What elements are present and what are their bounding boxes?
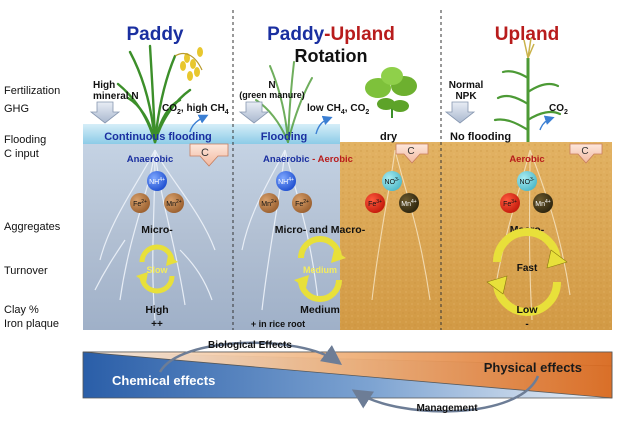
paddy-ion-3: Mn2+	[166, 199, 182, 208]
upland-ion-3: Mn4+	[535, 199, 551, 208]
rotation-ion-2-circle	[259, 193, 279, 213]
rotation-flooding: Flooding	[261, 131, 307, 143]
paddy-turnover: Slow	[146, 265, 168, 275]
rotation-rice-plant-icon	[255, 61, 313, 143]
curved-arrow-icon	[189, 114, 209, 133]
carbon-input-arrow-icon: C	[189, 143, 229, 167]
chemical-effects-label: Chemical effects	[112, 373, 215, 388]
rotation-dry: dry	[380, 131, 398, 143]
upland-soil-texture	[340, 142, 612, 330]
upland-ion-2-circle	[500, 193, 520, 213]
paddy-clay: High	[145, 304, 168, 316]
upland-ion-3-circle	[533, 193, 553, 213]
biological-effects-arrow	[158, 341, 343, 373]
rotation-soil-flooded	[233, 142, 340, 330]
rotation-fert-1: N	[268, 80, 275, 91]
paddy-ion-2-circle	[130, 193, 150, 213]
upland-root-system-icon	[371, 149, 571, 321]
upland-clay: Low	[517, 304, 539, 316]
rotation-down-arrow-icon	[238, 101, 270, 124]
upland-ion-2: Fe3+	[503, 199, 517, 208]
rotation-title-a: Paddy	[267, 24, 324, 45]
row-label-c-input: C input	[4, 148, 39, 160]
upland-carbon-input-arrow-icon: C	[569, 143, 603, 164]
row-label-iron-plaque: Iron plaque	[4, 318, 59, 330]
rotation-condition: Anaerobic - Aerobic	[263, 154, 353, 165]
paddy-aggregates: Micro-	[141, 224, 173, 236]
rotation-iron: + in rice root	[251, 319, 305, 329]
rotation-ion-5-circle	[365, 193, 385, 213]
rotation-title-b: Upland	[330, 24, 394, 45]
management-arrow	[351, 375, 540, 413]
rotation-ion-4-circle	[382, 171, 402, 191]
paddy-c-label: C	[201, 147, 209, 159]
upland-title: Upland	[495, 24, 559, 45]
paddy-fert-1: High	[93, 80, 115, 91]
maize-plant-icon	[493, 37, 562, 142]
row-label-ghg: GHG	[4, 103, 29, 115]
paddy-condition: Anaerobic	[127, 154, 173, 165]
paddy-flooding: Continuous flooding	[104, 131, 212, 143]
paddy-ghg: CO2, high CH4	[162, 103, 229, 116]
rotation-ion-3: Fe2+	[295, 199, 309, 208]
upland-fert-1: Normal	[449, 80, 484, 91]
rotation-ion-1-circle	[276, 171, 296, 191]
rotation-ion-5: Fe3+	[368, 199, 382, 208]
rice-plant-icon	[116, 44, 203, 144]
upland-condition: Aerobic	[509, 154, 544, 165]
row-label-turnover: Turnover	[4, 265, 48, 277]
down-arrow-icon	[89, 101, 121, 124]
upland-turnover: Fast	[517, 263, 538, 274]
rotation-title: Paddy-Upland	[267, 24, 395, 45]
upland-fert-2: NPK	[455, 91, 477, 102]
paddy-ion-2: Fe2+	[133, 199, 147, 208]
rotation-ion-1: NH4+	[278, 177, 294, 186]
upland-flooding: No flooding	[450, 131, 511, 143]
rotation-ion-2: Mn2+	[261, 199, 277, 208]
paddy-ion-3-circle	[164, 193, 184, 213]
rotation-aggregates: Micro- and Macro-	[275, 224, 366, 236]
rotation-ion-6-circle	[399, 193, 419, 213]
root-system-icon	[94, 149, 319, 321]
upland-ion-1-circle	[517, 171, 537, 191]
paddy-title: Paddy	[126, 24, 183, 45]
paddy-ion-1-circle	[147, 171, 167, 191]
rotation-fert-2: (green manure)	[239, 90, 305, 100]
physical-effects-label: Physical effects	[484, 360, 582, 375]
paddy-fert-2: mineral N	[93, 91, 139, 102]
upland-iron: -	[525, 319, 528, 330]
rotation-carbon-input-arrow-icon: C	[395, 143, 429, 164]
rotation-ion-6: Mn4+	[401, 199, 417, 208]
upland-down-arrow-icon	[444, 101, 476, 124]
row-label-flooding: Flooding	[4, 134, 46, 146]
rotation-title-dash: -	[324, 24, 330, 45]
upland-ghg: CO2	[549, 103, 568, 116]
rotation-clay: Medium	[300, 304, 340, 316]
physical-effects-wedge	[82, 351, 613, 399]
row-label-clay: Clay %	[4, 304, 39, 316]
biological-effects-label: Biological Effects	[208, 340, 292, 351]
rotation-ghg: low CH4, CO2	[307, 103, 369, 116]
upland-fast-cycle-icon: Fast	[486, 228, 568, 316]
row-label-fertilization: Fertilization	[4, 85, 60, 97]
rotation-ion-4: NO3-	[385, 177, 400, 186]
rotation-c-label: C	[407, 146, 414, 157]
rotation-ion-3-circle	[292, 193, 312, 213]
rotation-turnover: Medium	[303, 265, 337, 275]
management-label: Management	[416, 403, 478, 414]
upland-curved-arrow-icon	[539, 115, 555, 131]
rotation-title-sub: Rotation	[295, 46, 368, 66]
paddy-ion-1: NH4+	[149, 177, 165, 186]
paddy-iron: ++	[151, 319, 163, 330]
rotation-cycle-icon: Slow	[136, 244, 178, 294]
row-label-aggregates: Aggregates	[4, 221, 61, 233]
upland-c-label: C	[581, 146, 588, 157]
vegetable-plant-icon	[365, 67, 417, 118]
rotation-medium-cycle-icon: Medium	[294, 236, 346, 302]
upland-ion-1: NO3-	[520, 177, 535, 186]
rotation-curved-arrow-icon	[315, 115, 333, 135]
